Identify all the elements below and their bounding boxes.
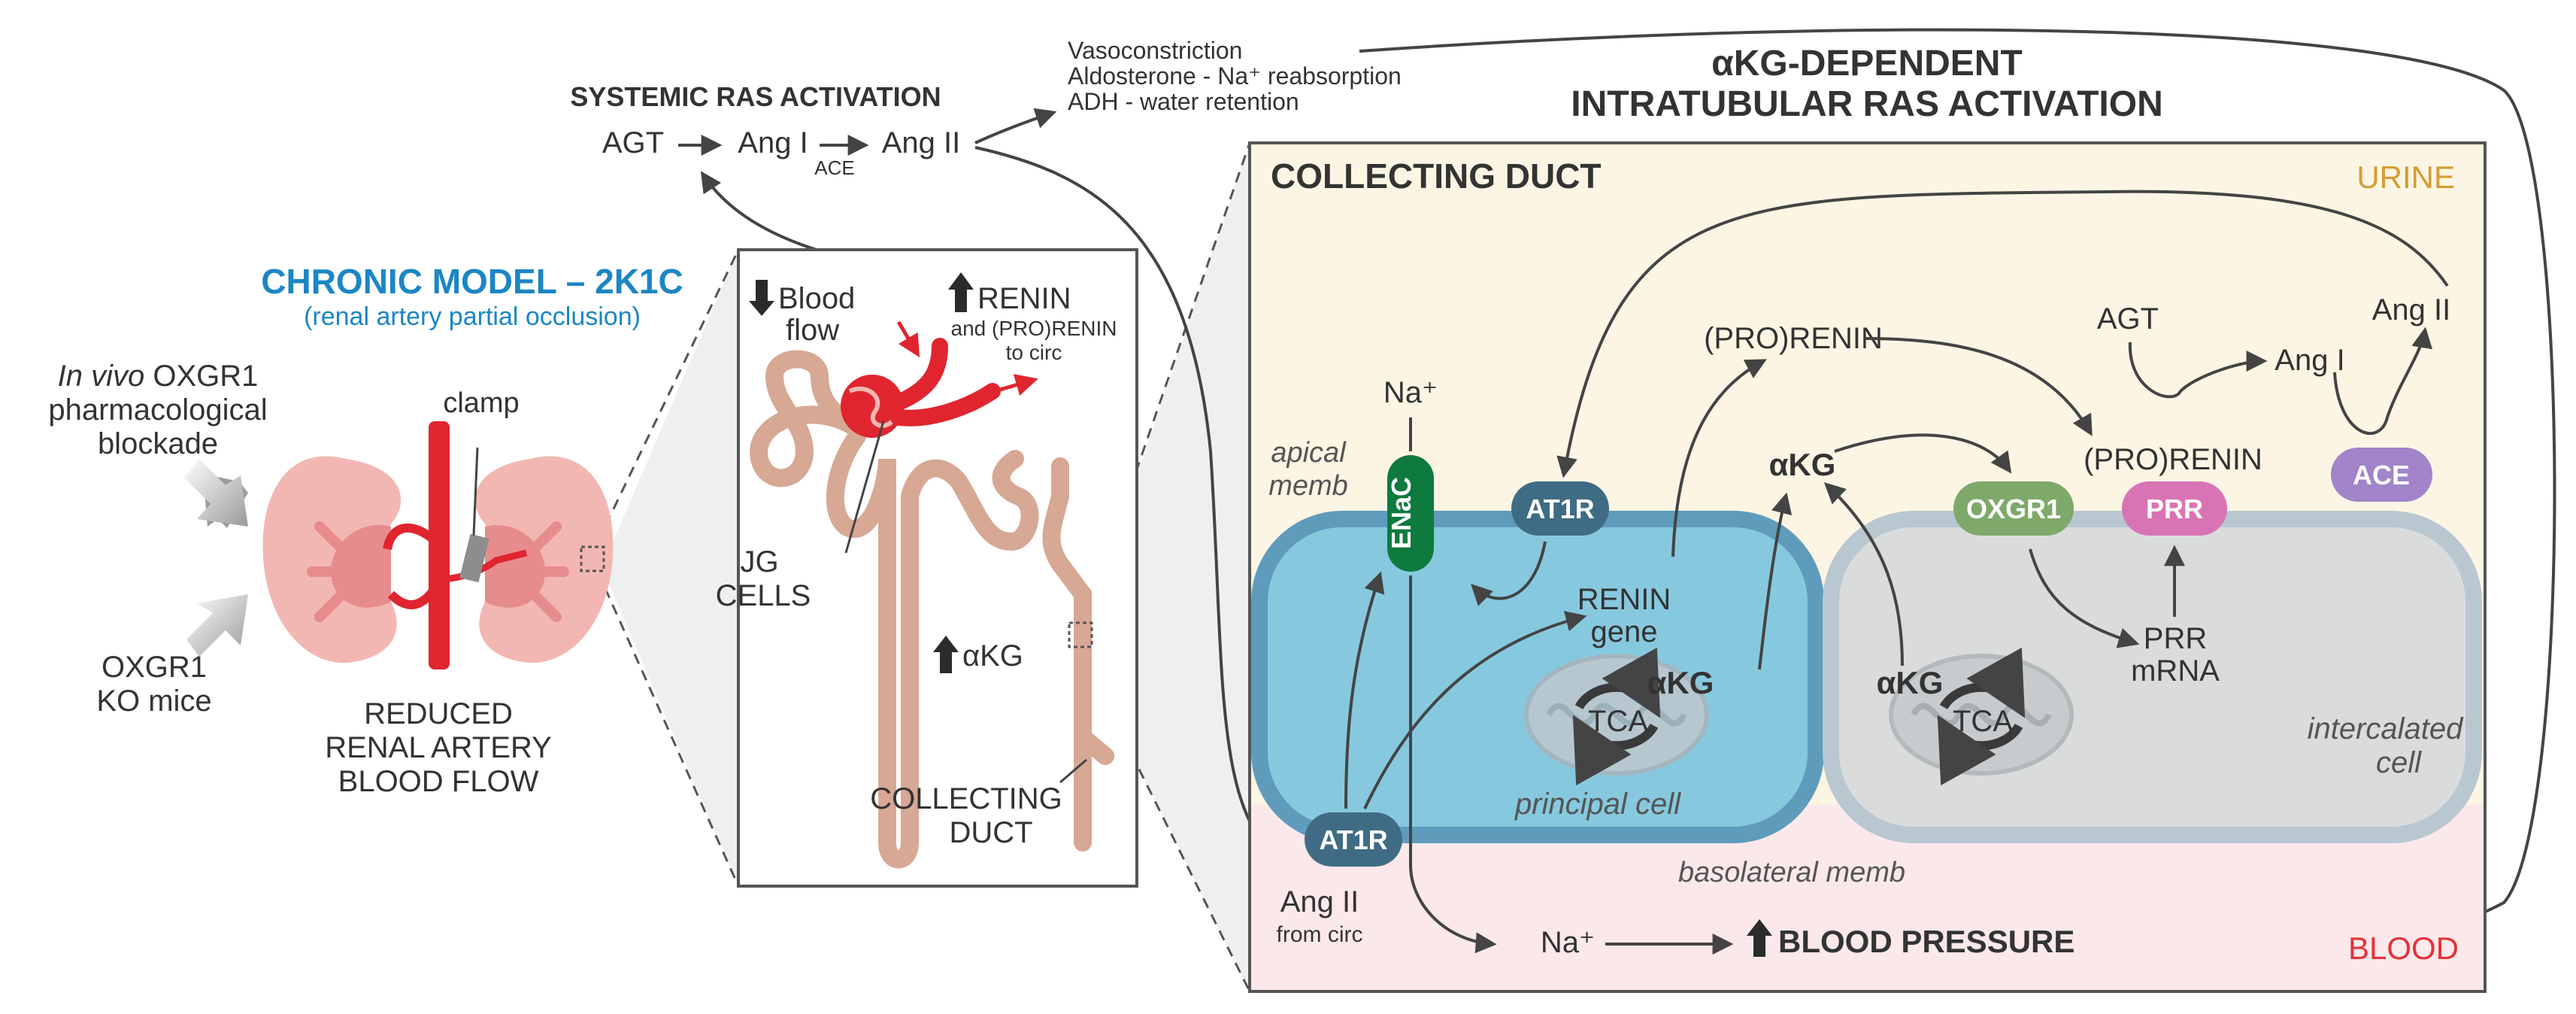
- na-bottom-label: Na⁺: [1541, 926, 1595, 959]
- collecting-duct-title: COLLECTING DUCT: [1271, 156, 1602, 196]
- pathway-arrows: [1344, 190, 2449, 955]
- renin-up-icon: [948, 272, 974, 312]
- systemic-ace-label: ACE: [814, 156, 854, 179]
- effect-vasoconstriction: Vasoconstriction: [1068, 37, 1242, 64]
- prr-label: PRR: [2146, 493, 2203, 524]
- ace-enzyme: [2331, 448, 2432, 502]
- prorenin-prr-label: (PRO)RENIN: [2084, 443, 2262, 476]
- prr-mrna-label-2: mRNA: [2131, 654, 2220, 688]
- reduced-label-2: RENAL ARTERY: [325, 731, 552, 764]
- at1r-basolateral: [1305, 812, 1402, 867]
- invivo-label: In vivo OXGR1: [58, 360, 259, 393]
- nephron-akg-label: αKG: [962, 639, 1023, 672]
- jg-label: JG: [740, 545, 778, 578]
- na-top-label: Na⁺: [1383, 376, 1438, 409]
- oxgr1-label: OXGR1: [1966, 493, 2061, 524]
- intercalated-label-1: intercalated: [2308, 712, 2465, 745]
- apical-label: apical: [1271, 437, 1347, 469]
- zoom-funnel-left: [594, 250, 738, 886]
- at1r-apical-label: AT1R: [1526, 493, 1594, 524]
- agt-label: AGT: [2097, 302, 2159, 335]
- renin-label: RENIN: [977, 282, 1071, 315]
- collecting-label: COLLECTING: [870, 782, 1062, 815]
- mitochondrion-principal: [1524, 647, 1709, 786]
- zoom-funnel-right: [1071, 143, 1250, 991]
- blood-flow-down-icon: [749, 280, 774, 316]
- prr-receptor: [2122, 481, 2227, 536]
- akg-middle-label: αKG: [1769, 447, 1836, 482]
- oxgr1-receptor: [1953, 481, 2074, 536]
- reduced-label-1: REDUCED: [364, 697, 513, 730]
- clamp-icon: [459, 533, 489, 583]
- blood-label: Blood: [778, 282, 855, 315]
- ace-label: ACE: [2353, 460, 2410, 490]
- at1r-apical: [1511, 481, 1609, 536]
- akg-principal: αKG: [1647, 665, 1714, 700]
- to-circ-label: to circ: [1006, 341, 1062, 364]
- chronic-model-subtitle: (renal artery partial occlusion): [304, 302, 641, 331]
- duct-label: DUCT: [949, 816, 1032, 849]
- nephron-tubule: [750, 350, 1114, 869]
- effect-adh: ADH - water retention: [1068, 88, 1299, 115]
- intratubular-title-line1: αKG-DEPENDENT: [1711, 44, 2023, 83]
- from-circ-label: from circ: [1277, 922, 1363, 947]
- ko-arrow: [186, 594, 248, 657]
- blood-pressure-up-icon: [1747, 919, 1772, 957]
- basolateral-label: basolateral memb: [1678, 857, 1905, 888]
- kidney-right: [474, 456, 614, 663]
- systemic-ang-ii: Ang II: [882, 126, 961, 159]
- oxgr1-ko-label: OXGR1: [102, 651, 207, 684]
- intratubular-title-line2: INTRATUBULAR RAS ACTIVATION: [1571, 84, 2162, 124]
- pharmacological-label: pharmacological: [48, 393, 267, 427]
- ko-mice-label: KO mice: [96, 685, 211, 718]
- cells-label: CELLS: [716, 579, 811, 612]
- enac-channel: [1387, 455, 1434, 572]
- blood-region-label: BLOOD: [2348, 931, 2459, 966]
- mitochondrion-intercalated: [1889, 647, 2074, 786]
- apical-memb-label: memb: [1268, 470, 1348, 502]
- effect-aldosterone: Aldosterone - Na⁺ reabsorption: [1068, 62, 1402, 90]
- principal-cell-label: principal cell: [1514, 788, 1681, 821]
- prorenin-label: and (PRO)RENIN: [951, 317, 1117, 340]
- at1r-basolateral-label: AT1R: [1319, 824, 1387, 855]
- ang-i-label: Ang I: [2274, 344, 2344, 377]
- renin-gene-label-1: RENIN: [1577, 583, 1671, 616]
- reduced-label-3: BLOOD FLOW: [338, 765, 539, 798]
- intercalated-label-2: cell: [2376, 746, 2422, 779]
- clamp-label: clamp: [443, 387, 519, 419]
- angii-circ-label: Ang II: [1280, 885, 1359, 918]
- tca-label-principal: TCA: [1588, 705, 1648, 738]
- aorta: [429, 421, 450, 669]
- prr-mrna-label-1: PRR: [2144, 622, 2207, 655]
- systemic-ras-title: SYSTEMIC RAS ACTIVATION: [570, 81, 941, 112]
- blood-pressure-label: BLOOD PRESSURE: [1778, 924, 2074, 959]
- flow-label: flow: [786, 314, 839, 347]
- systemic-agt: AGT: [602, 126, 664, 159]
- prorenin-top-label: (PRO)RENIN: [1704, 322, 1883, 355]
- akg-up-icon: [933, 636, 959, 673]
- renin-gene-label-2: gene: [1591, 615, 1658, 648]
- akg-intercalated: αKG: [1877, 665, 1944, 700]
- blockade-label: blockade: [98, 427, 218, 460]
- ang-ii-label: Ang II: [2372, 293, 2451, 326]
- chronic-model-title: CHRONIC MODEL – 2K1C: [261, 262, 683, 301]
- kidney-left: [262, 456, 440, 663]
- systemic-ang-i: Ang I: [738, 126, 808, 159]
- enac-label: ENaC: [1386, 477, 1417, 549]
- urine-label: URINE: [2356, 159, 2455, 195]
- tca-label-intercalated: TCA: [1953, 705, 2013, 738]
